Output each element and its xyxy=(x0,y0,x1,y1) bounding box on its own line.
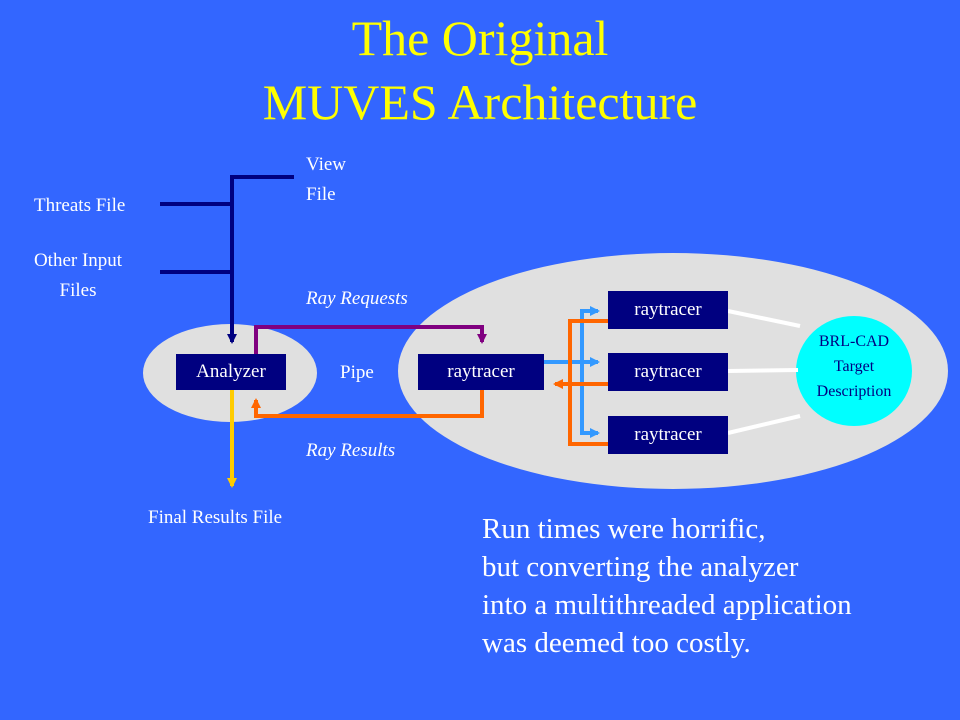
note-line-4: was deemed too costly. xyxy=(482,627,751,659)
brl-cad-label-1: BRL-CAD xyxy=(818,333,890,350)
pipe-label: Pipe xyxy=(340,362,374,383)
final-results-label: Final Results File xyxy=(148,507,283,528)
return-top-line xyxy=(568,319,608,384)
raytracer-mid-box: raytracer xyxy=(608,353,728,391)
brl-cad-label-3: Description xyxy=(816,383,892,400)
threats-file-label: Threats File xyxy=(34,195,126,216)
ray-requests-arrow xyxy=(254,325,487,354)
analyzer-box: Analyzer xyxy=(176,354,286,390)
brl-cad-label-2: Target xyxy=(833,358,875,375)
raytracer-bottom-box: raytracer xyxy=(608,416,728,454)
view-file-label-2: File xyxy=(306,184,336,205)
title-line-1: The Original xyxy=(351,10,609,66)
ray-requests-label: Ray Requests xyxy=(306,288,408,309)
brl-connector-mid xyxy=(727,368,799,373)
ray-results-label: Ray Results xyxy=(306,440,396,461)
note-line-1: Run times were horrific, xyxy=(482,513,766,545)
note-line-3: into a multithreaded application xyxy=(482,589,852,621)
view-file-label-1: View xyxy=(306,154,347,175)
brl-connector-top xyxy=(727,309,801,328)
title-line-2: MUVES Architecture xyxy=(262,74,698,130)
input-trunk-line xyxy=(227,175,294,344)
return-bottom-line xyxy=(568,384,608,446)
fanout-trunk-line xyxy=(544,306,600,364)
brl-cad-ellipse xyxy=(796,316,912,426)
other-input-label-1: Other Input xyxy=(33,250,123,271)
main-raytracer-box: raytracer xyxy=(418,354,544,390)
explanation-note: Run times were horrific, but converting … xyxy=(482,510,852,662)
brl-connector-bottom xyxy=(727,414,801,435)
other-input-label-2: Files xyxy=(59,280,97,301)
raytracer-top-box: raytracer xyxy=(608,291,728,329)
ray-results-arrow xyxy=(251,390,484,418)
note-line-2: but converting the analyzer xyxy=(482,551,799,583)
